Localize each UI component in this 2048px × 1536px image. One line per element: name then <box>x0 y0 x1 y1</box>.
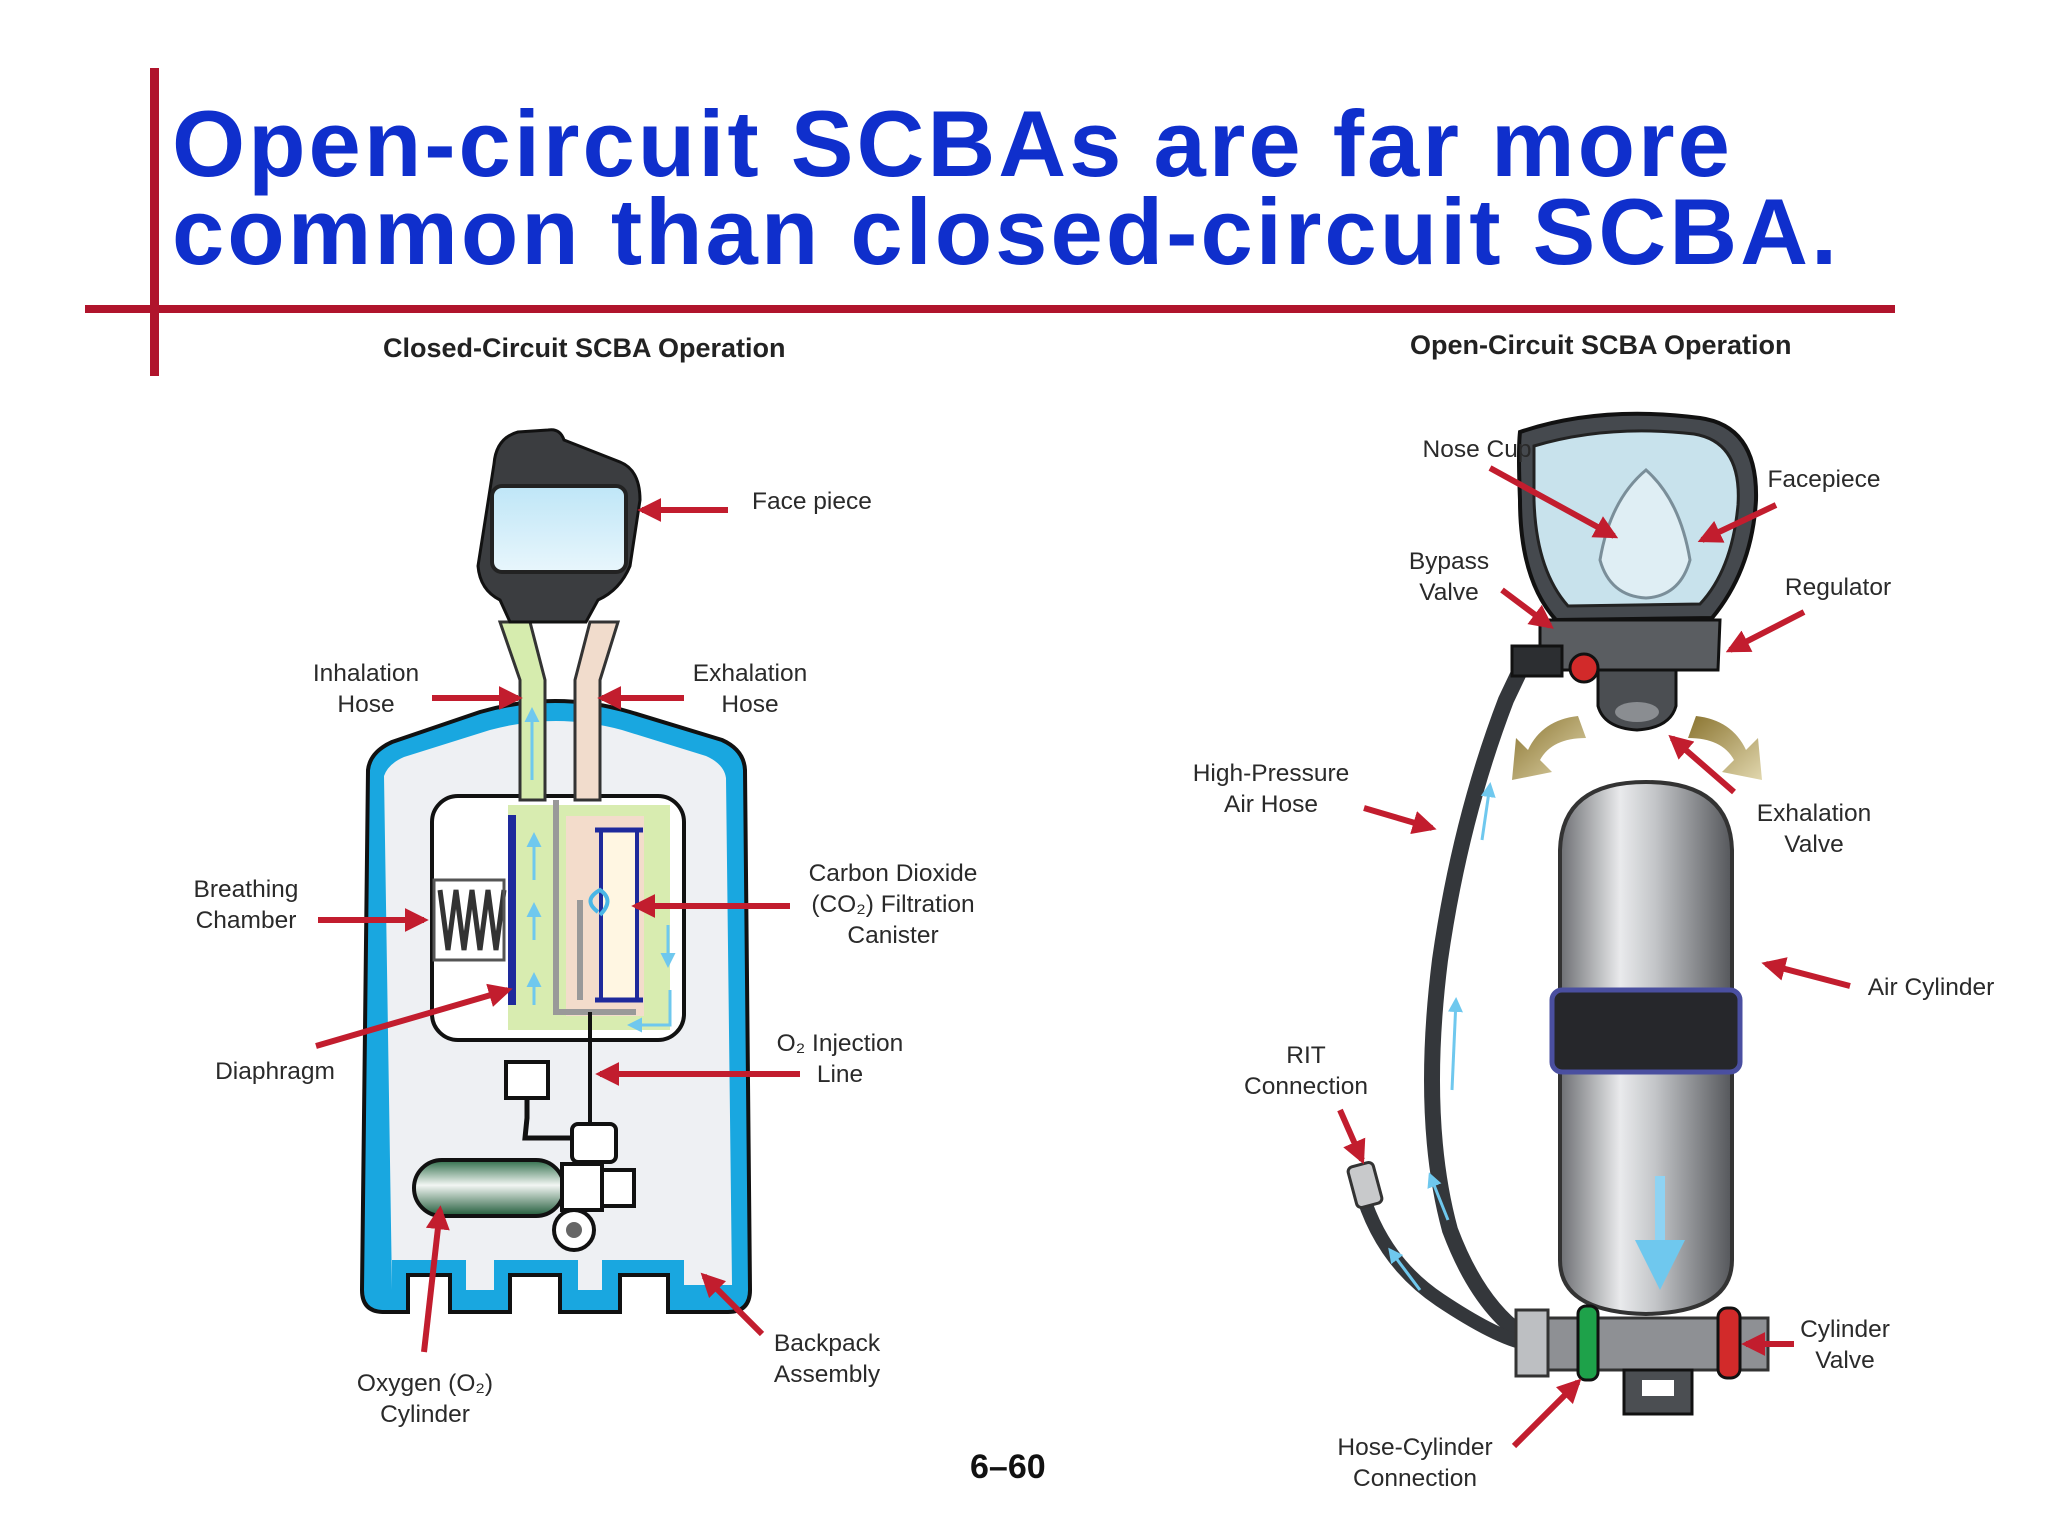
label-diaphragm: Diaphragm <box>215 1058 335 1085</box>
label-exhalation-valve: Exhalation Valve <box>1744 798 1884 860</box>
label-co2-canister-line-1: Carbon Dioxide <box>808 860 978 887</box>
label-air-cylinder: Air Cylinder <box>1867 974 1995 1001</box>
label-oxygen-cylinder-line-1: Oxygen (O₂) <box>356 1370 494 1397</box>
label-breathing-chamber-line-1: Breathing <box>193 876 299 903</box>
oxygen-cylinder <box>412 1158 566 1218</box>
label-bypass-valve-line-2: Valve <box>1419 579 1479 606</box>
label-oxygen-cylinder-line-2: Cylinder <box>380 1401 470 1428</box>
title-accent-vertical-rule <box>150 68 159 376</box>
diaphragm-plate <box>508 815 516 1005</box>
exhalation-flow-left <box>1512 716 1586 780</box>
label-hose-cylinder-connection: Hose-Cylinder Connection <box>1320 1432 1510 1494</box>
label-exhalation-valve-line-1: Exhalation <box>1756 800 1872 827</box>
label-co2-canister: Carbon Dioxide (CO₂) Filtration Canister <box>800 858 986 951</box>
label-exhalation-hose-line-2: Hose <box>721 691 779 718</box>
label-o2-injection-line-2: Line <box>816 1061 864 1088</box>
rit-fitting <box>1346 1160 1384 1210</box>
label-breathing-chamber-line-2: Chamber <box>195 907 297 934</box>
label-inhalation-hose: Inhalation Hose <box>306 658 426 720</box>
exhalation-hose <box>573 620 621 802</box>
breathing-spring <box>437 889 507 951</box>
open-circuit-drawing <box>1346 411 1770 1416</box>
label-rit-line-1: RIT <box>1286 1042 1326 1069</box>
slide-title-line-2: common than closed-circuit SCBA. <box>172 179 1841 284</box>
label-hose-cylinder-line-1: Hose-Cylinder <box>1337 1434 1493 1461</box>
label-exhalation-hose: Exhalation Hose <box>690 658 810 720</box>
open-circuit-pointers <box>1337 465 1851 1449</box>
label-exhalation-valve-line-2: Valve <box>1784 831 1844 858</box>
label-hp-hose-line-2: Air Hose <box>1224 791 1318 818</box>
label-o2-injection-line-1: O₂ Injection <box>776 1030 904 1057</box>
label-inhalation-hose-line-1: Inhalation <box>312 660 420 687</box>
label-o2-injection-line: O₂ Injection Line <box>770 1028 910 1090</box>
label-backpack-line-2: Assembly <box>773 1361 881 1388</box>
label-hp-hose-line-1: High-Pressure <box>1192 760 1350 787</box>
hose-connection-green-ring <box>1576 1304 1600 1382</box>
label-bypass-valve-line-1: Bypass <box>1408 548 1490 575</box>
slide-title: Open-circuit SCBAs are far more common t… <box>172 91 1952 284</box>
label-regulator: Regulator <box>1784 574 1892 601</box>
label-backpack-assembly: Backpack Assembly <box>762 1328 892 1390</box>
high-pressure-air-hose <box>1424 656 1535 1347</box>
title-accent-horizontal-rule <box>85 305 1895 313</box>
label-rit-line-2: Connection <box>1244 1073 1368 1100</box>
cylinder-valve-red-knob <box>1716 1306 1742 1380</box>
page-number: 6–60 <box>970 1448 1046 1486</box>
label-facepiece: Facepiece <box>1767 466 1881 493</box>
co2-canister <box>599 828 639 1002</box>
label-bypass-valve: Bypass Valve <box>1396 546 1502 608</box>
slide-title-line-1: Open-circuit SCBAs are far more <box>172 91 1733 196</box>
label-cylinder-valve: Cylinder Valve <box>1790 1314 1900 1376</box>
label-co2-canister-line-2: (CO₂) Filtration <box>811 891 975 918</box>
label-nose-cup: Nose Cup <box>1422 436 1532 463</box>
closed-circuit-heading: Closed-Circuit SCBA Operation <box>383 333 786 363</box>
label-co2-canister-line-3: Canister <box>847 922 939 949</box>
label-oxygen-cylinder: Oxygen (O₂) Cylinder <box>350 1368 500 1430</box>
label-exhalation-hose-line-1: Exhalation <box>692 660 808 687</box>
label-backpack-line-1: Backpack <box>773 1330 881 1357</box>
label-breathing-chamber: Breathing Chamber <box>186 874 306 936</box>
label-rit-connection: RIT Connection <box>1236 1040 1376 1102</box>
label-hose-cylinder-line-2: Connection <box>1353 1465 1477 1492</box>
label-high-pressure-air-hose: High-Pressure Air Hose <box>1186 758 1356 820</box>
label-cylinder-valve-line-2: Valve <box>1815 1347 1875 1374</box>
bypass-valve-knob <box>1568 652 1600 684</box>
closed-circuit-drawing <box>359 428 753 1314</box>
closed-circuit-pointers <box>315 498 800 1353</box>
label-cylinder-valve-line-1: Cylinder <box>1800 1316 1890 1343</box>
open-circuit-heading: Open-Circuit SCBA Operation <box>1410 330 1792 360</box>
label-inhalation-hose-line-2: Hose <box>337 691 395 718</box>
cylinder-band <box>1549 987 1743 1075</box>
exhalation-flow-right <box>1688 716 1762 780</box>
label-face-piece: Face piece <box>752 488 872 515</box>
